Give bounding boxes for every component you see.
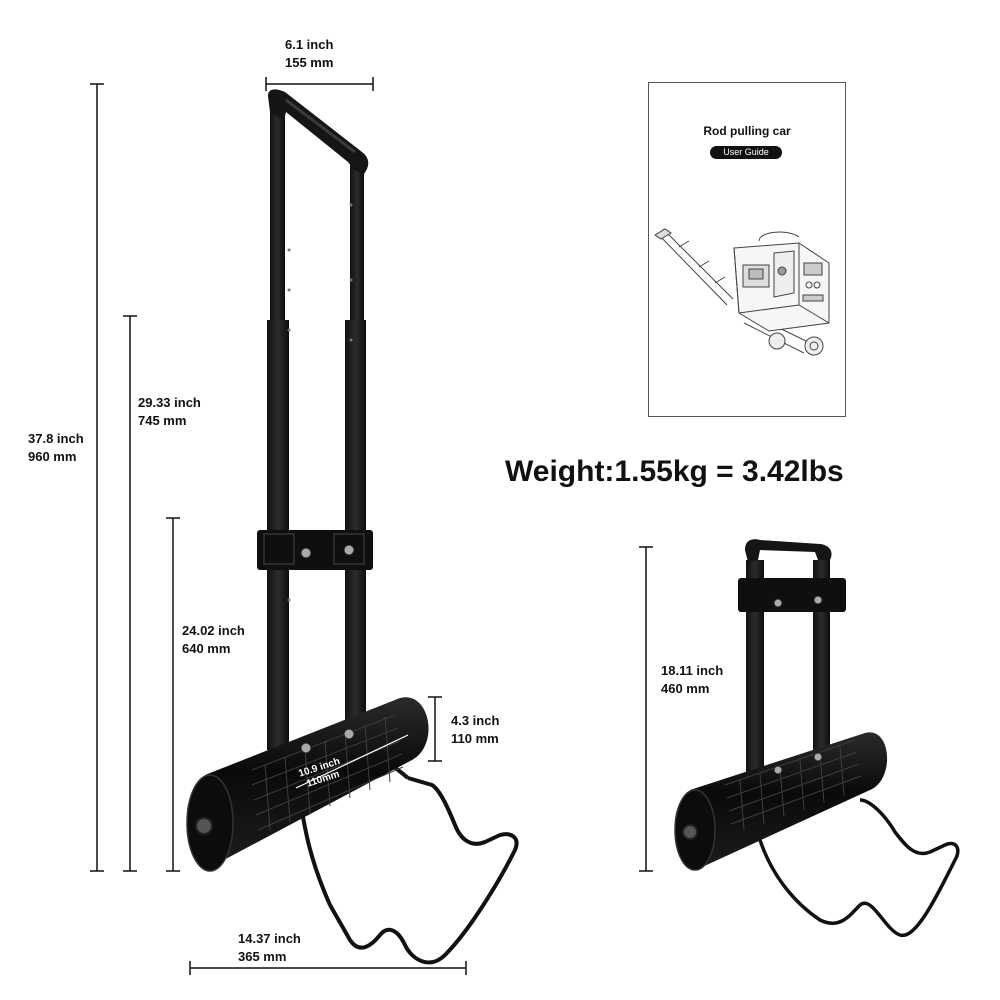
dimension-lines [90,77,653,975]
mid-height-inch: 29.33 inch [138,395,201,410]
total-height-label: 37.8 inch 960 mm [28,430,84,466]
handle-width-label: 6.1 inch 155 mm [285,36,333,72]
user-guide-booklet: Rod pulling car User Guide [648,82,846,417]
guide-title: Rod pulling car [703,124,791,138]
handle-width-inch: 6.1 inch [285,37,334,52]
mid-height-mm: 745 mm [138,413,187,428]
low-height-mm: 640 mm [182,641,231,656]
folded-height-mm: 460 mm [661,681,710,696]
frame-width-label: 14.37 inch 365 mm [238,930,301,966]
total-height-inch: 37.8 inch [28,431,84,446]
base-depth-mm: 110 mm [451,731,499,746]
trolley-with-power-station-illustration [654,228,830,356]
base-depth-label: 4.3 inch 110 mm [451,712,499,748]
trolley-extended [186,89,519,965]
base-depth-inch: 4.3 inch [451,713,500,728]
low-height-label: 24.02 inch 640 mm [182,622,245,658]
total-height-mm: 960 mm [28,449,77,464]
trolley-folded [674,539,960,938]
frame-width-inch: 14.37 inch [238,931,301,946]
folded-height-inch: 18.11 inch [661,663,724,678]
handle-width-mm: 155 mm [285,55,334,70]
weight-text: Weight:1.55kg = 3.42lbs [505,455,844,488]
mid-height-label: 29.33 inch 745 mm [138,394,201,430]
guide-subtitle: User Guide [710,146,782,159]
low-height-inch: 24.02 inch [182,623,245,638]
folded-height-label: 18.11 inch 460 mm [661,662,723,698]
frame-width-mm: 365 mm [238,949,287,964]
